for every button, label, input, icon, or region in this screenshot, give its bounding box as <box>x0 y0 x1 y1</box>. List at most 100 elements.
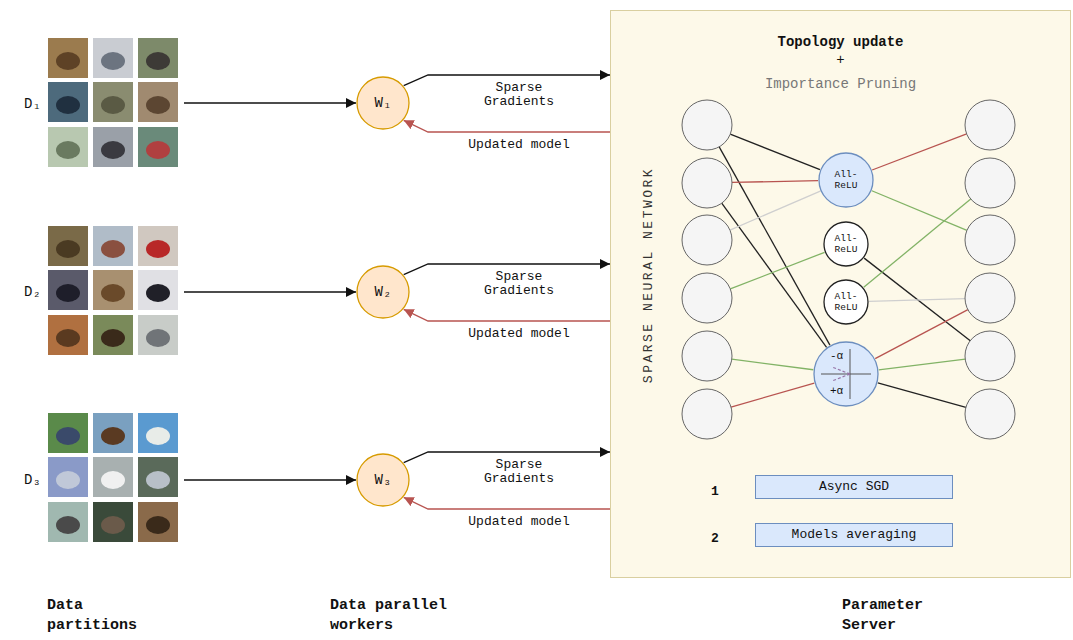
node-outline <box>813 341 879 407</box>
neuron-circle <box>682 100 732 150</box>
node-text: D₂ <box>24 284 41 301</box>
thumbnail-image <box>138 82 178 122</box>
thumbnail-subject <box>146 471 170 489</box>
axis-line <box>821 374 871 375</box>
thumbnail-subject <box>101 471 125 489</box>
slope-line <box>832 367 850 374</box>
thumbnail-image <box>93 502 133 542</box>
synapse-line <box>872 191 967 231</box>
thumbnail-subject <box>146 284 170 302</box>
neuron-circle <box>965 389 1015 439</box>
thumbnail-subject <box>56 240 80 258</box>
neuron-circle <box>682 273 732 323</box>
thumbnail-image <box>138 315 178 355</box>
synapse-line <box>864 258 970 341</box>
thumbnail-image <box>48 270 88 310</box>
thumbnail-subject <box>56 141 80 159</box>
node-circle <box>824 280 868 324</box>
thumbnail-subject <box>146 329 170 347</box>
thumbnail-image <box>138 457 178 497</box>
neuron-circle <box>965 331 1015 381</box>
thumbnail-image <box>138 226 178 266</box>
label-holder: Data parallel workers <box>330 596 460 636</box>
step-number: 1 <box>711 485 719 499</box>
thumbnail-ground <box>48 315 88 355</box>
edge-label: Updated model <box>468 327 569 341</box>
thumbnail-image <box>93 226 133 266</box>
connector-arrow <box>404 309 610 321</box>
thumbnail-subject <box>146 427 170 445</box>
thumbnail-subject <box>146 96 170 114</box>
connector-arrow <box>184 102 356 103</box>
connector-arrow <box>404 497 610 509</box>
node-text: W₃ <box>375 472 392 489</box>
node-text: All-ReLU <box>835 169 858 191</box>
edge-label-holder: Sparse Gradients <box>473 270 565 298</box>
thumbnail-image <box>138 38 178 78</box>
synapse-line <box>730 134 820 169</box>
edge-label-holder: Sparse Gradients <box>473 458 565 486</box>
data-partition: D₁ <box>18 36 184 172</box>
thumbnail-subject <box>56 427 80 445</box>
thumbnail-subject <box>101 96 125 114</box>
thumbnail-image <box>93 127 133 167</box>
thumbnail-ground <box>93 127 133 167</box>
thumbnail-image <box>93 315 133 355</box>
thumbnail-ground <box>138 226 178 266</box>
thumbnail-ground <box>138 127 178 167</box>
thumbnail-subject <box>56 329 80 347</box>
synapse-line <box>730 252 824 289</box>
synapse-line <box>732 181 818 183</box>
connector-arrow <box>404 120 610 132</box>
edge-label-holder: Updated model <box>468 515 569 529</box>
thumbnail-ground <box>48 270 88 310</box>
slope-line <box>832 374 850 381</box>
thumbnail-image <box>93 82 133 122</box>
activation-function-neuron: -α+α <box>813 341 879 407</box>
thumbnail-ground <box>93 82 133 122</box>
thumbnail-ground <box>48 127 88 167</box>
thumbnail-image <box>138 502 178 542</box>
thumbnail-subject <box>101 516 125 534</box>
node-text: Async SGD <box>819 479 889 495</box>
neuron-circle <box>965 273 1015 323</box>
thumbnail-subject <box>101 141 125 159</box>
panel-title: Topology update+Importance Pruning <box>611 33 1070 93</box>
node-text: SPARSE NEURAL NETWORK <box>641 167 656 383</box>
synapse-line <box>878 383 966 407</box>
worker-node: W₂ <box>356 265 410 319</box>
thumbnail-ground <box>93 270 133 310</box>
synapse-line <box>731 383 814 407</box>
node-text: D₁ <box>24 96 41 113</box>
node-text: All-ReLU <box>835 233 858 255</box>
neuron-circle <box>965 215 1015 265</box>
thumbnail-ground <box>138 270 178 310</box>
thumbnail-image <box>93 38 133 78</box>
thumbnail-image <box>48 413 88 453</box>
neuron-circle <box>682 389 732 439</box>
thumbnail-ground <box>48 226 88 266</box>
synapse-line <box>872 134 966 170</box>
thumbnail-ground <box>93 413 133 453</box>
edge-label: Sparse Gradients <box>473 458 565 486</box>
thumbnail-subject <box>56 52 80 70</box>
neuron-circle <box>682 215 732 265</box>
thumbnail-ground <box>48 38 88 78</box>
thumbnail-image <box>48 38 88 78</box>
thumbnail-image <box>48 82 88 122</box>
thumbnail-ground <box>138 457 178 497</box>
thumbnail-image <box>93 270 133 310</box>
thumbnail-image <box>138 270 178 310</box>
edge-label-holder: Updated model <box>468 327 569 341</box>
node-text: All-ReLU <box>835 291 858 313</box>
thumbnail-ground <box>138 82 178 122</box>
thumbnail-ground <box>138 502 178 542</box>
node-text: Models averaging <box>792 527 917 543</box>
neuron-circle <box>965 158 1015 208</box>
thumbnail-ground <box>48 82 88 122</box>
node-circle <box>357 454 409 506</box>
neuron-circle <box>965 100 1015 150</box>
thumbnail-image <box>138 127 178 167</box>
thumbnail-ground <box>48 413 88 453</box>
